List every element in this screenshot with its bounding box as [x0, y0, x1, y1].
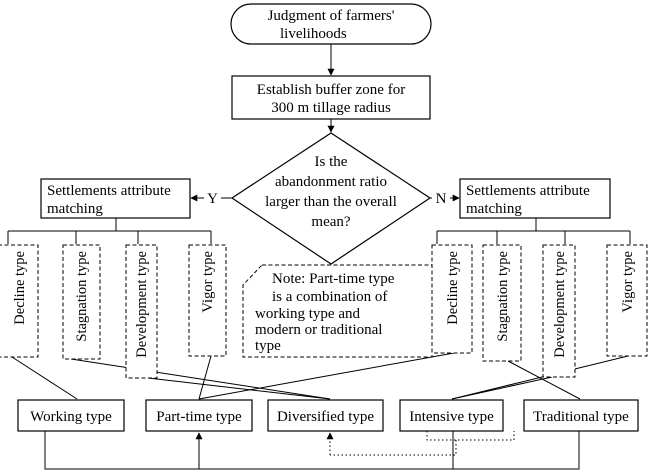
edge-left-decline-to-working	[11, 356, 78, 400]
edge-dotted-intensive-traditional	[330, 431, 515, 456]
right-match-line-2: matching	[466, 201, 522, 217]
edge-right-decline-to-parttime	[198, 352, 455, 400]
edge-right-stagnation-to-traditional	[507, 360, 581, 400]
right-type-vigor: Vigor type	[620, 251, 636, 313]
outcome-traditional: Traditional type	[533, 409, 629, 425]
outcome-diversified: Diversified type	[277, 409, 374, 425]
edge-right-match-to-types	[436, 218, 631, 244]
note-line-2: is a combination of	[272, 289, 387, 305]
buffer-line-1: Establish buffer zone for	[257, 82, 405, 98]
left-match-line-1: Settlements attribute	[47, 183, 171, 199]
decision-line-4: mean?	[311, 214, 350, 230]
buffer-line-2: 300 m tillage radius	[271, 100, 391, 116]
left-match-node: Settlements attribute matching	[40, 178, 191, 219]
right-match-line-1: Settlements attribute	[466, 183, 590, 199]
right-type-development: Development type	[552, 251, 568, 358]
start-line-2: livelihoods	[280, 26, 347, 42]
edge-left-stagnation-to-diversified	[70, 358, 331, 400]
buffer-node: Establish buffer zone for 300 m tillage …	[231, 75, 431, 120]
edge-left-match-to-types	[7, 218, 212, 244]
decision-node: Is the abandonment ratio larger than the…	[230, 132, 432, 265]
right-type-decline: Decline type	[445, 251, 461, 325]
outcome-intensive: Intensive type	[409, 409, 494, 425]
branch-no-label: N	[436, 191, 447, 207]
left-type-vigor: Vigor type	[200, 251, 216, 313]
decision-line-3: larger than the overall	[265, 194, 397, 210]
right-type-group: Decline type Stagnation type Development…	[431, 244, 648, 378]
right-type-stagnation: Stagnation type	[495, 251, 511, 342]
start-line-1: Judgment of farmers'	[268, 8, 395, 24]
left-type-stagnation: Stagnation type	[74, 251, 90, 342]
note-line-3: working type and	[255, 306, 360, 322]
edge-left-development-to-diversified	[147, 377, 331, 400]
start-node: Judgment of farmers' livelihoods	[230, 3, 432, 45]
note-node: Note: Part-time type is a combination of…	[242, 264, 433, 358]
outcome-working: Working type	[30, 409, 112, 425]
decision-line-2: abandonment ratio	[275, 174, 387, 190]
left-type-group: Decline type Stagnation type Development…	[0, 244, 227, 379]
note-line-1: Note: Part-time type	[272, 271, 395, 287]
left-match-line-2: matching	[47, 201, 103, 217]
edge-bus-working-traditional	[44, 431, 580, 470]
edge-right-vigor-to-intensive	[451, 355, 629, 400]
left-type-development: Development type	[134, 251, 150, 358]
note-line-4: modern or traditional	[255, 322, 382, 338]
branch-yes-label: Y	[207, 191, 218, 207]
note-line-5: type	[255, 338, 281, 354]
outcome-part-time: Part-time type	[156, 409, 242, 425]
connectors	[7, 44, 631, 470]
right-match-node: Settlements attribute matching	[459, 178, 611, 219]
outcome-group: Working type Part-time type Diversified …	[17, 399, 639, 432]
left-type-decline: Decline type	[12, 251, 28, 325]
edge-left-vigor-to-parttime	[198, 355, 212, 400]
decision-line-1: Is the	[315, 154, 348, 170]
